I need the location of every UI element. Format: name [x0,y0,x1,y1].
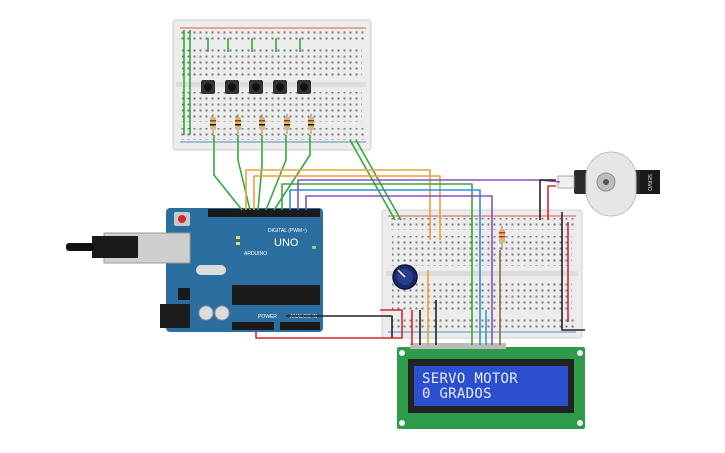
resistor-2 [235,114,241,134]
wire-orange-1 [245,169,431,240]
pushbutton-1 [201,80,215,94]
lcd-line-2: 0 GRADOS [422,386,492,402]
resistor-5 [308,114,314,134]
resistor-1 [210,114,216,134]
pushbuttons[interactable] [201,80,311,94]
arduino-model-label: UNO [274,237,299,249]
right-breadboard[interactable] [381,209,583,339]
arduino-power-label: POWER [258,314,277,320]
wire-green-3 [257,135,263,211]
wire-red-2 [547,185,556,220]
lcd-module [397,343,585,429]
arduino-digital-label: DIGITAL (PWM~) [268,228,307,234]
wire-purple-2 [305,195,493,345]
wire-green-1 [213,135,243,211]
top-board-jumpers [183,30,301,135]
pushbutton-4 [273,80,287,94]
wire-black-3 [561,212,585,331]
resistor-4 [284,114,290,134]
top-breadboard[interactable] [172,19,372,151]
wire-black-2 [539,179,556,220]
pushbutton-5 [297,80,311,94]
servo-label: SERVO [646,174,652,191]
pushbutton-2 [225,80,239,94]
wire-blue-1 [289,189,481,345]
wire-purple-1 [297,179,561,210]
potentiometer[interactable] [392,264,418,290]
wire-orange-2 [253,175,441,240]
wire-red-1 [255,309,403,339]
wire-green-4 [265,135,287,211]
wire-green-5 [273,135,311,211]
arduino-brand-label: ARDUINO [244,251,267,257]
pushbutton-3 [249,80,263,94]
resistor-3 [259,114,265,134]
arduino-analog-label: ANALOG IN [290,314,318,320]
wire-black-1 [286,315,393,338]
lcd-line-1: SERVO MOTOR [422,371,519,387]
wires [213,135,585,345]
arduino-uno[interactable]: DIGITAL (PWM~) UNO ARDUINO POWER ANALOG … [66,208,323,332]
servo-motor[interactable]: SERVO [557,151,660,217]
top-resistors[interactable] [210,114,314,134]
right-resistor[interactable] [499,226,505,250]
wire-green-8 [281,183,473,345]
